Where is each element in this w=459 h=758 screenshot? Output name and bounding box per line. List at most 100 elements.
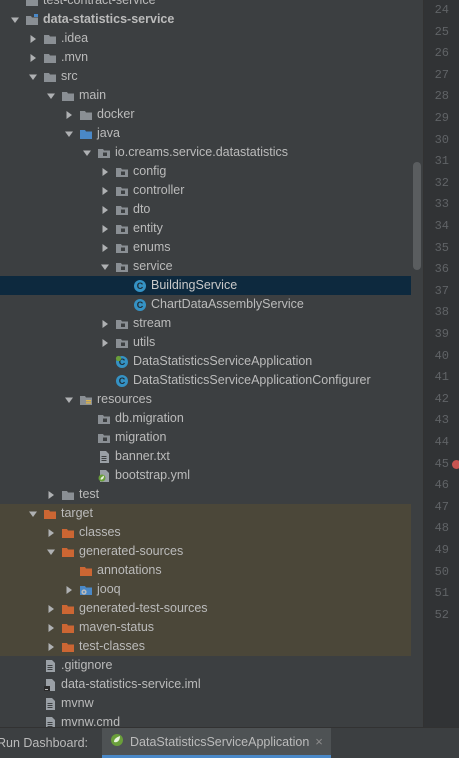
tree-row[interactable]: generated-test-sources: [0, 599, 411, 618]
tree-item-label: data-statistics-service.iml: [61, 677, 201, 691]
tree-row[interactable]: service: [0, 257, 411, 276]
text-file-icon: [97, 450, 111, 464]
expand-arrow-icon[interactable]: [45, 599, 57, 618]
tree-item-label: resources: [97, 392, 152, 406]
line-number: 34: [434, 219, 449, 233]
tree-row[interactable]: test-classes: [0, 637, 411, 656]
tree-scrollbar[interactable]: [413, 162, 421, 270]
tree-item-label: main: [79, 88, 107, 102]
package-icon: [115, 203, 129, 217]
folder-excluded-icon: [61, 602, 75, 616]
tree-row[interactable]: .idea: [0, 29, 411, 48]
tree-row[interactable]: mvnw.cmd: [0, 713, 411, 727]
tree-row[interactable]: data-statistics-service.iml: [0, 675, 411, 694]
collapse-arrow-icon[interactable]: [45, 542, 57, 561]
package-icon: [115, 317, 129, 331]
line-number: 43: [434, 413, 449, 428]
project-tree: test-contract-service data-statistics-ser…: [0, 0, 411, 727]
tree-row[interactable]: generated-sources: [0, 542, 411, 561]
tree-row[interactable]: mvnw: [0, 694, 411, 713]
tree-row[interactable]: utils: [0, 333, 411, 352]
folder-excluded-icon: [43, 507, 57, 521]
tree-row[interactable]: C DataStatisticsServiceApplicationConfigu…: [0, 371, 411, 390]
tree-row[interactable]: db.migration: [0, 409, 411, 428]
tree-row[interactable]: maven-status: [0, 618, 411, 637]
tree-item-label: data-statistics-service: [43, 12, 175, 26]
expand-arrow-icon[interactable]: [27, 29, 39, 48]
collapse-arrow-icon[interactable]: [99, 257, 111, 276]
tree-item-label: banner.txt: [115, 449, 170, 463]
tree-row[interactable]: docker: [0, 105, 411, 124]
panel-divider[interactable]: [423, 0, 424, 727]
expand-arrow-icon[interactable]: [45, 618, 57, 637]
tree-row[interactable]: test-contract-service: [0, 0, 411, 10]
tree-row[interactable]: .gitignore: [0, 656, 411, 675]
expand-arrow-icon[interactable]: [63, 580, 75, 599]
line-number: 31: [434, 154, 449, 169]
no-arrow: [99, 371, 111, 390]
tree-row[interactable]: bootstrap.yml: [0, 466, 411, 485]
tree-row[interactable]: src: [0, 67, 411, 86]
collapse-arrow-icon[interactable]: [45, 86, 57, 105]
tree-row[interactable]: data-statistics-service: [0, 10, 411, 29]
collapse-arrow-icon[interactable]: [81, 143, 93, 162]
tree-row[interactable]: annotations: [0, 561, 411, 580]
folder-icon: [43, 51, 57, 65]
expand-arrow-icon[interactable]: [99, 200, 111, 219]
line-number: 41: [434, 370, 449, 385]
tree-item-label: target: [61, 506, 93, 520]
tree-row[interactable]: dto: [0, 200, 411, 219]
tree-row[interactable]: test: [0, 485, 411, 504]
tree-item-label: DataStatisticsServiceApplicationConfigur…: [133, 373, 371, 387]
package-icon: [115, 184, 129, 198]
package-icon: [115, 222, 129, 236]
tree-row[interactable]: .mvn: [0, 48, 411, 67]
expand-arrow-icon[interactable]: [99, 219, 111, 238]
line-number: 49: [434, 543, 449, 557]
tree-row[interactable]: target: [0, 504, 411, 523]
folder-icon: [43, 32, 57, 46]
expand-arrow-icon[interactable]: [45, 485, 57, 504]
tree-row[interactable]: resources: [0, 390, 411, 409]
collapse-arrow-icon[interactable]: [27, 67, 39, 86]
tree-row[interactable]: config: [0, 162, 411, 181]
tree-row[interactable]: stream: [0, 314, 411, 333]
tree-item-label: DataStatisticsServiceApplication: [133, 354, 313, 368]
line-number: 48: [434, 521, 449, 536]
run-dashboard-label: Run Dashboard:: [0, 736, 89, 750]
tree-row[interactable]: enums: [0, 238, 411, 257]
run-dashboard-tab[interactable]: DataStatisticsServiceApplication ×: [102, 728, 331, 758]
tree-row[interactable]: migration: [0, 428, 411, 447]
expand-arrow-icon[interactable]: [27, 48, 39, 67]
tree-row[interactable]: controller: [0, 181, 411, 200]
tree-row[interactable]: main: [0, 86, 411, 105]
tree-row[interactable]: jooq: [0, 580, 411, 599]
expand-arrow-icon[interactable]: [99, 314, 111, 333]
tree-row[interactable]: entity: [0, 219, 411, 238]
error-marker-icon[interactable]: [452, 459, 459, 469]
expand-arrow-icon[interactable]: [45, 523, 57, 542]
close-icon[interactable]: ×: [315, 734, 323, 749]
collapse-arrow-icon[interactable]: [63, 390, 75, 409]
tree-item-label: BuildingService: [151, 278, 238, 292]
expand-arrow-icon[interactable]: [99, 333, 111, 352]
tree-row[interactable]: classes: [0, 523, 411, 542]
tree-row[interactable]: java: [0, 124, 411, 143]
expand-arrow-icon[interactable]: [99, 162, 111, 181]
collapse-arrow-icon[interactable]: [63, 124, 75, 143]
expand-arrow-icon[interactable]: [99, 238, 111, 257]
line-number: 38: [434, 305, 449, 320]
no-arrow: [81, 447, 93, 466]
no-arrow: [81, 409, 93, 428]
tree-row[interactable]: io.creams.service.datastatistics: [0, 143, 411, 162]
expand-arrow-icon[interactable]: [63, 105, 75, 124]
expand-arrow-icon[interactable]: [99, 181, 111, 200]
svg-text:C: C: [119, 376, 126, 386]
tree-row[interactable]: banner.txt: [0, 447, 411, 466]
collapse-arrow-icon[interactable]: [9, 10, 21, 29]
expand-arrow-icon[interactable]: [45, 637, 57, 656]
collapse-arrow-icon[interactable]: [27, 504, 39, 523]
